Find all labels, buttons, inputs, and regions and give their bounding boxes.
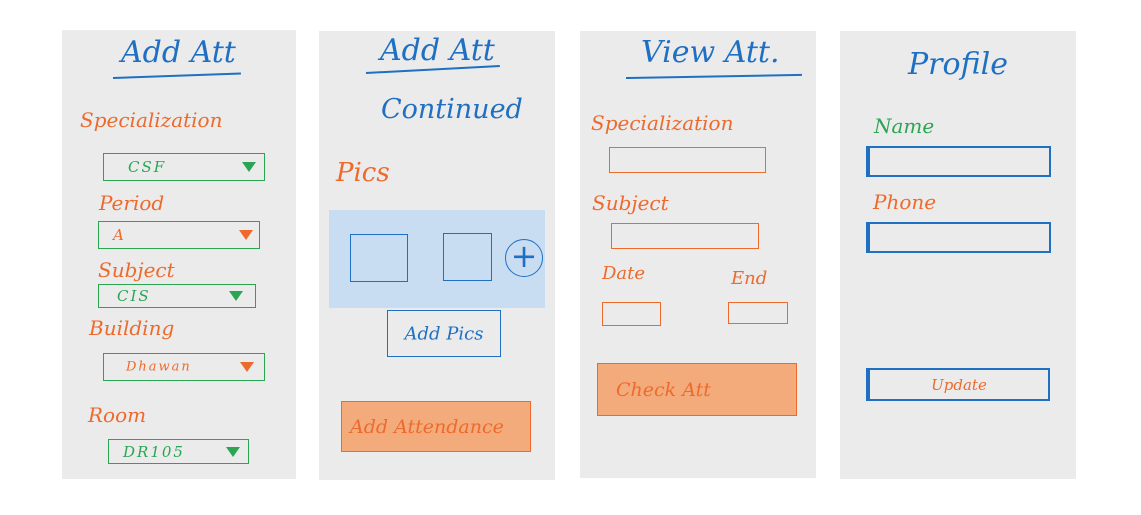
dropdown-arrow-icon — [226, 446, 240, 457]
building-select[interactable]: Dhawan — [103, 353, 265, 381]
pic-thumbnail[interactable] — [443, 233, 492, 281]
specialization-select[interactable]: CSF — [103, 153, 265, 181]
screen4-title: Profile — [908, 47, 1008, 82]
label-name: Name — [874, 114, 935, 138]
screen3-title: View Att. — [641, 35, 780, 70]
screen2-title: Add Att — [380, 33, 495, 68]
add-pics-label: Add Pics — [404, 323, 484, 344]
specialization-value: CSF — [128, 158, 167, 176]
label-end: End — [731, 268, 768, 289]
check-attendance-label: Check Att — [616, 378, 711, 401]
period-value: A — [113, 226, 126, 244]
name-input[interactable] — [866, 146, 1051, 177]
dropdown-arrow-icon — [229, 291, 243, 301]
period-select[interactable]: A — [98, 221, 260, 249]
label-room: Room — [88, 403, 147, 427]
label-phone: Phone — [873, 190, 937, 214]
phone-input[interactable] — [866, 222, 1051, 253]
update-label: Update — [931, 375, 987, 394]
screen1-title: Add Att — [121, 35, 236, 70]
dropdown-arrow-icon — [240, 362, 254, 372]
add-attendance-button[interactable]: Add Attendance — [341, 401, 531, 452]
check-attendance-button[interactable]: Check Att — [597, 363, 797, 416]
label-specialization: Specialization — [80, 108, 223, 132]
date-field[interactable] — [602, 302, 661, 326]
label-date: Date — [602, 263, 646, 284]
building-value: Dhawan — [126, 359, 192, 375]
dropdown-arrow-icon — [242, 162, 256, 172]
plus-circle-icon[interactable]: + — [505, 239, 543, 277]
pic-thumbnail[interactable] — [350, 234, 408, 282]
update-button[interactable]: Update — [866, 368, 1050, 401]
screen2-subtitle: Continued — [381, 94, 523, 125]
dropdown-arrow-icon — [239, 230, 253, 240]
subject-field[interactable] — [611, 223, 759, 249]
pics-label: Pics — [336, 158, 390, 188]
subject-value: CIS — [117, 287, 151, 305]
add-attendance-label: Add Attendance — [350, 415, 504, 438]
label-subject: Subject — [98, 258, 175, 282]
screen-profile — [840, 31, 1076, 479]
room-value: DR105 — [123, 442, 185, 461]
subject-select[interactable]: CIS — [98, 284, 256, 308]
label-specialization: Specialization — [591, 111, 734, 135]
specialization-field[interactable] — [609, 147, 766, 173]
room-select[interactable]: DR105 — [108, 439, 249, 464]
label-period: Period — [99, 191, 165, 215]
end-field[interactable] — [728, 302, 788, 324]
screen-add-attendance — [62, 30, 296, 479]
add-pics-button[interactable]: Add Pics — [387, 310, 501, 357]
label-subject: Subject — [592, 191, 669, 215]
label-building: Building — [89, 316, 175, 340]
